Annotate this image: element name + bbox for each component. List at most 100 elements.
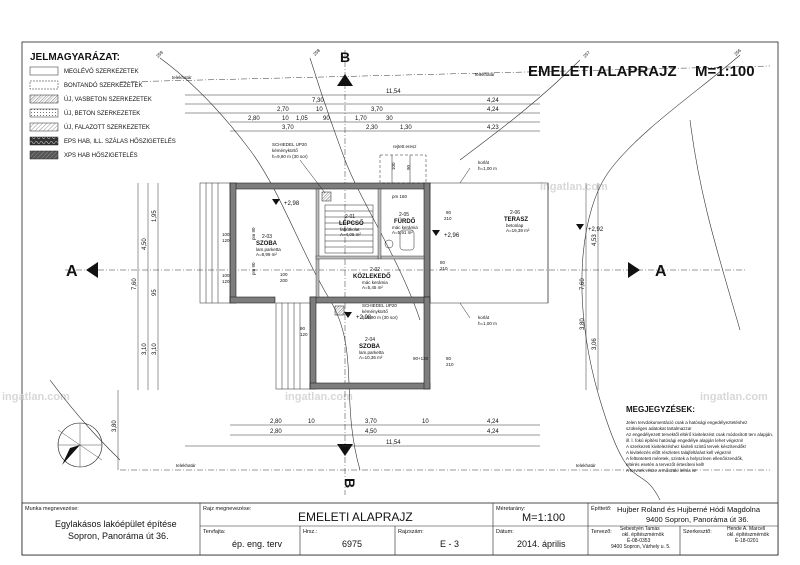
legend: JELMAGYARÁZAT: MEGLÉVŐ SZERKEZETEK BONTA… xyxy=(29,50,176,160)
note-line: A szerkezeti kivitelezéshez kiviteli szi… xyxy=(626,444,746,449)
wall-east-lower xyxy=(423,296,431,390)
dim-label: 4,24 xyxy=(487,429,499,435)
room-number: 2-06 xyxy=(510,210,520,216)
notes-title: MEGJEGYZÉSEK: xyxy=(626,405,695,414)
section-arrow-b-top xyxy=(337,74,353,86)
dim-label: 1,05 xyxy=(296,116,308,122)
opening-label: pm 90 xyxy=(251,262,256,275)
note-line: szükséges adatokat tartalmazza! xyxy=(626,426,692,431)
dim-label: 95 xyxy=(152,289,158,296)
tb-designer-name: Sebestyén Tamás xyxy=(620,526,660,532)
west-balcony xyxy=(199,182,231,304)
tb-drawing-label: Rajz megnevezése: xyxy=(203,506,252,512)
dim-label: 4,24 xyxy=(487,98,499,104)
contour-line xyxy=(159,57,361,471)
room-floor: fabútkolat xyxy=(340,227,360,232)
legend-swatch-eps xyxy=(29,136,59,146)
dim-label: 3,06 xyxy=(592,338,598,350)
tb-date-label: Dátum: xyxy=(496,529,514,535)
room-floor: mác kerámia xyxy=(362,280,388,285)
terrace xyxy=(199,182,549,390)
wall-south-lower xyxy=(309,382,431,390)
dim-label: 10 xyxy=(308,419,315,425)
dim-label: 3,10 xyxy=(142,343,148,355)
partition xyxy=(377,188,382,260)
tb-scale: M=1:100 xyxy=(522,512,565,524)
room-name: FÜRDŐ xyxy=(394,218,416,225)
tb-designer-title: okl. építészmérnök xyxy=(622,532,664,538)
title-block: Munka megnevezése: Egylakásos lakóépület… xyxy=(21,502,779,556)
room-name: LÉPCSŐ xyxy=(339,219,364,227)
opening-label: 200 xyxy=(280,278,288,283)
railing-note: korlát xyxy=(478,315,490,320)
tb-structural-id: É-18-0201 xyxy=(735,537,759,544)
tb-client-name: Hujber Roland és Hujberné Hódi Magdolna xyxy=(617,505,761,514)
legend-swatch-masonry xyxy=(29,122,59,132)
section-label-a-left: A xyxy=(66,263,78,280)
note-line: A kivitelezés előtt részletes talajfeltá… xyxy=(626,450,731,455)
tb-designer-addr: 9400 Sopron, Várhely u. 5. xyxy=(611,544,671,550)
room-floor: lam.parketta xyxy=(256,247,281,252)
tb-scale-label: Méretarány: xyxy=(496,506,526,512)
section-label-b-top: B xyxy=(340,49,350,65)
section-arrow-b-bottom xyxy=(337,444,353,456)
notes-block: MEGJEGYZÉSEK: Jelen tervdokumentáció csa… xyxy=(626,405,773,473)
tb-client-addr: 9400 Sopron, Panoráma út 36. xyxy=(646,515,749,524)
legend-item: ÚJ, VASBETON SZERKEZETEK xyxy=(64,96,152,103)
level-markers: +2,98 +2,96 +2,92 +2,98 xyxy=(272,199,604,321)
wall-south-upper xyxy=(229,296,276,304)
dim-label: 11,54 xyxy=(386,89,401,95)
dimensions-bottom: 2,80 10 3,70 10 4,24 2,80 4,50 4,24 11,5… xyxy=(185,419,540,447)
opening-label: 100 xyxy=(222,232,230,237)
partition xyxy=(315,255,379,260)
north-arrow xyxy=(57,422,103,468)
opening-label: 210 xyxy=(440,266,448,271)
room-number: 2-04 xyxy=(365,337,375,343)
note-line: A tervnek része a műszaki leírás is! xyxy=(626,468,697,473)
dim-label: 1,30 xyxy=(400,125,412,131)
canopy-note: rejtett eresz xyxy=(393,144,417,149)
partition xyxy=(315,188,320,298)
room-floor: lam.parketta xyxy=(359,350,384,355)
tb-sheet-label: Rajzszám: xyxy=(398,529,424,535)
opening-label: 120 xyxy=(222,238,230,243)
tb-reg: 6975 xyxy=(342,539,362,549)
wall-west-upper xyxy=(229,182,237,304)
room-name: SZOBA xyxy=(256,241,278,247)
legend-item: ÚJ, BETON SZERKEZETEK xyxy=(64,110,140,117)
contour-label: 258 xyxy=(312,48,321,57)
dim-label: 3,80 xyxy=(112,420,118,432)
wall-west-lower xyxy=(309,296,317,390)
legend-swatch-concrete xyxy=(29,108,59,118)
dim-label: 3,80 xyxy=(580,318,586,330)
chimney-note: SCHIEDEL UP20 xyxy=(362,303,397,308)
dim-label: 2,80 xyxy=(270,419,282,425)
drawing-scale: M=1:100 xyxy=(695,63,755,80)
opening-label: pm 90 xyxy=(251,227,256,240)
contour-label: 259 xyxy=(155,50,164,59)
dimensions-right: 7,60 4,53 3,06 3,80 xyxy=(580,183,599,390)
section-arrow-a-right xyxy=(628,262,640,278)
tb-project-line1: Egylakásos lakóépület építése xyxy=(55,519,177,529)
watermark: ingatlan.com xyxy=(285,391,353,403)
tb-structural-label: Szerkesztő: xyxy=(683,529,712,535)
dim-label: 1,95 xyxy=(152,210,158,222)
stair xyxy=(324,204,374,254)
opening-label: 210 xyxy=(446,362,454,367)
dim-label: 10 xyxy=(316,107,323,113)
partition xyxy=(380,255,425,260)
room-area: A=5,91 m² xyxy=(392,230,413,235)
room-number: 2-02 xyxy=(370,267,380,273)
room-area: A=19,39 m² xyxy=(506,228,530,233)
tb-project-label: Munka megnevezése: xyxy=(25,506,79,512)
property-line: telekhatár telekhatár telekhatár telekha… xyxy=(119,65,771,471)
property-line-label: telekhatár xyxy=(176,463,196,468)
watermark-group: ingatlan.com ingatlan.com ingatlan.com i… xyxy=(2,181,768,403)
chimney-note: h=9,90 m (30 sor) xyxy=(272,154,308,159)
opening-label: 90+120 xyxy=(413,356,429,361)
chimney-lower xyxy=(334,305,345,316)
opening-label: 90 xyxy=(300,326,306,331)
level-label: +2,92 xyxy=(588,227,604,233)
dim-label: 3,10 xyxy=(152,343,158,355)
